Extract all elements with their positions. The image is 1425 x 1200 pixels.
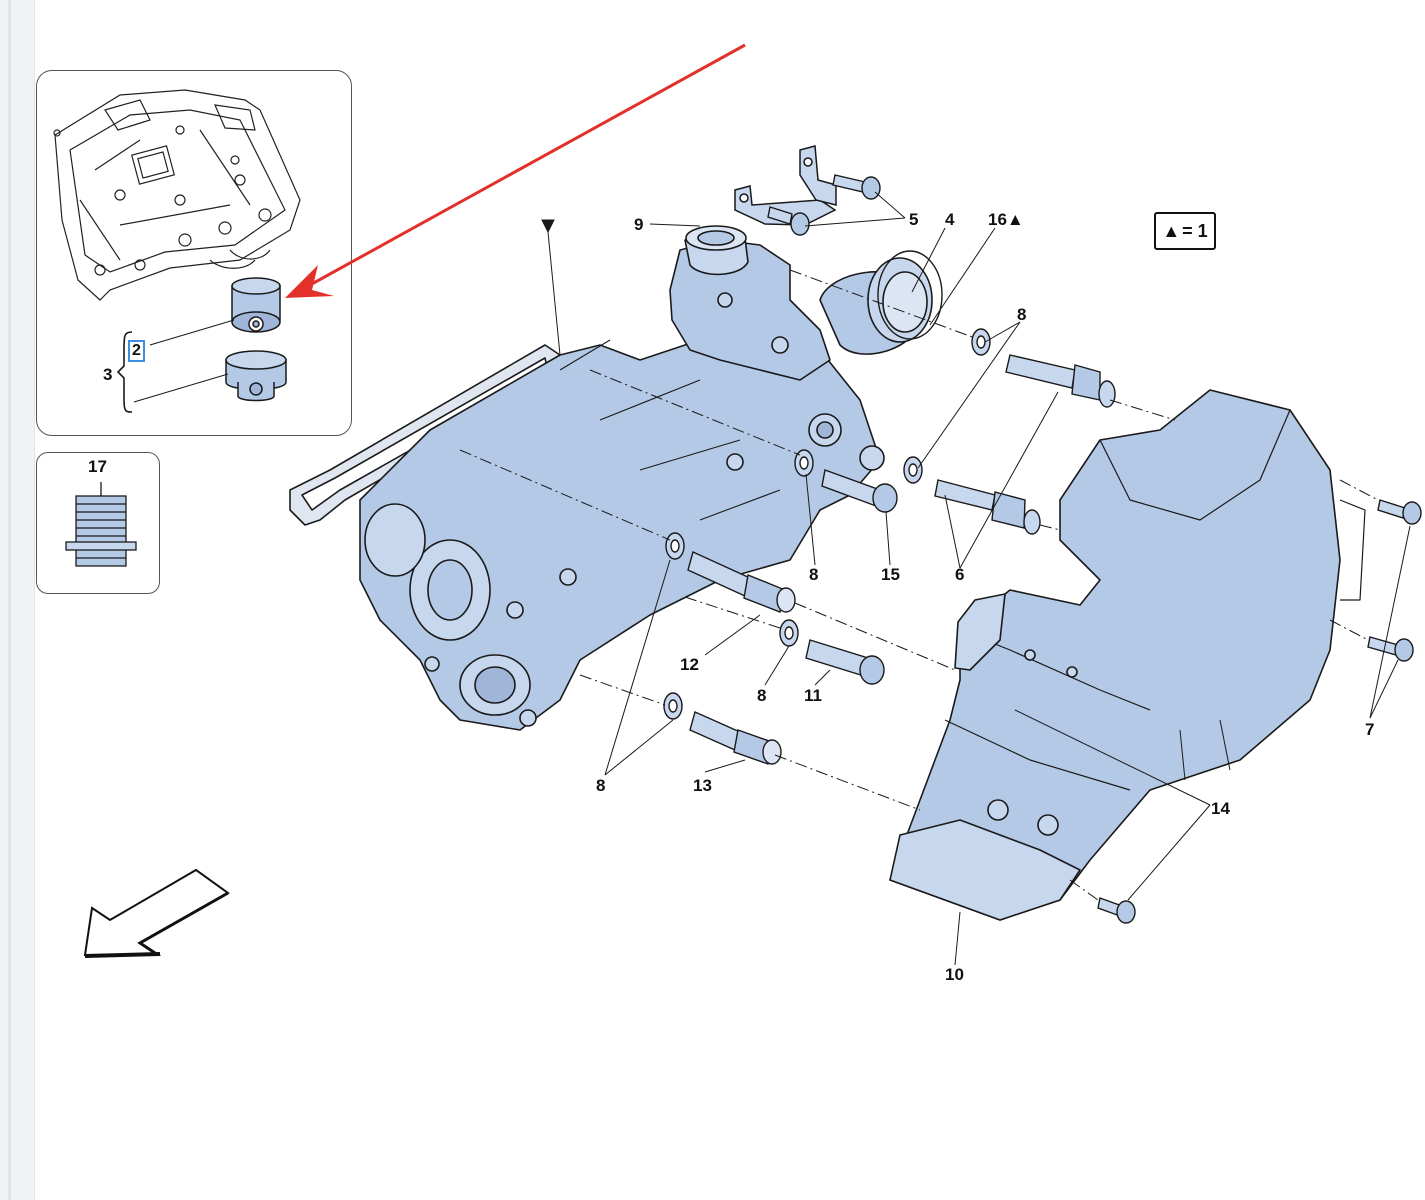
engine-block-line-art: [53, 89, 301, 301]
callout-8-low[interactable]: 8: [757, 686, 767, 705]
legend-box: ▲ = 1: [1154, 212, 1216, 250]
callout-2[interactable]: 2: [128, 340, 145, 362]
oil-filter-part: [231, 277, 281, 333]
callout-13[interactable]: 13: [693, 776, 712, 795]
callout-17[interactable]: 17: [88, 457, 107, 476]
callout-8-top[interactable]: 8: [1017, 305, 1027, 324]
callout-4[interactable]: 4: [945, 210, 955, 229]
callout-7[interactable]: 7: [1365, 720, 1375, 739]
inset-oil-filter-detail: [36, 70, 352, 436]
callout-8-bottom[interactable]: 8: [596, 776, 606, 795]
scroll-track: [8, 0, 11, 1200]
oil-sump-part-10: [889, 389, 1366, 921]
callout-11[interactable]: 11: [804, 686, 822, 705]
callout-5[interactable]: 5: [909, 210, 919, 229]
callout-6[interactable]: 6: [955, 565, 965, 584]
part-17-sleeve: [65, 482, 137, 567]
legend-text: = 1: [1182, 220, 1208, 241]
callout-10[interactable]: 10: [945, 965, 964, 984]
callout-15[interactable]: 15: [881, 565, 900, 584]
callout-14[interactable]: 14: [1211, 799, 1230, 818]
bracket-part-5: [734, 145, 837, 226]
callout-8-mid[interactable]: 8: [809, 565, 819, 584]
triangle-marker-icon: ▲: [1162, 220, 1181, 241]
bolt-set: [687, 174, 1422, 924]
callout-12[interactable]: 12: [680, 655, 699, 674]
pump-housing-assembly: [289, 225, 943, 731]
left-scroll-strip: [0, 0, 35, 1200]
callout-16[interactable]: 16▲: [988, 210, 1024, 229]
callout-3[interactable]: 3: [103, 365, 113, 384]
front-direction-arrow-icon: [83, 868, 230, 958]
red-indicator-arrow: [285, 43, 746, 298]
callout-9[interactable]: 9: [634, 215, 644, 234]
alignment-lines: [459, 269, 1379, 901]
filter-cap-part: [225, 350, 287, 402]
washer-set: [663, 328, 991, 720]
leader-lines: [541, 191, 1411, 966]
